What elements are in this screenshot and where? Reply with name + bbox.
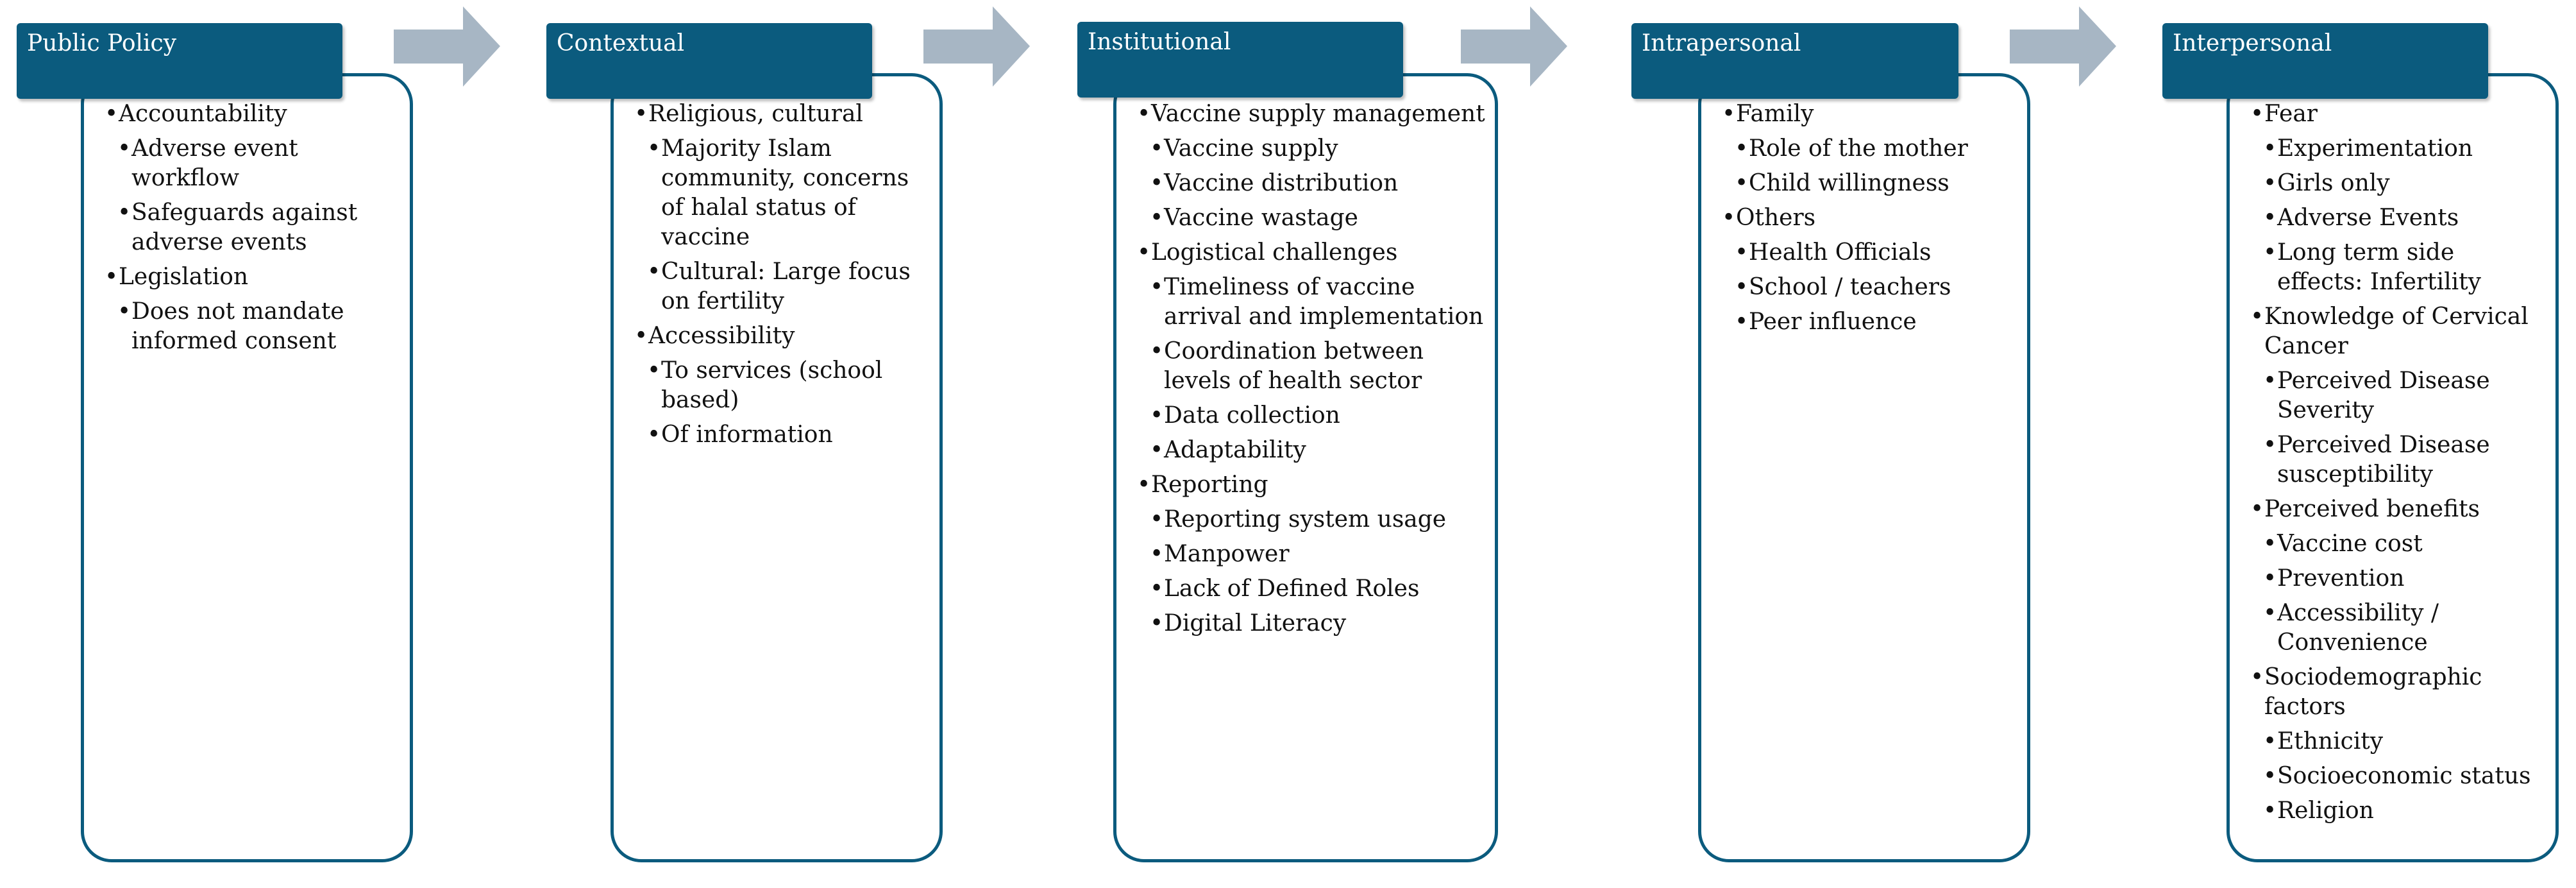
sub-item: Experimentation: [2250, 134, 2547, 164]
sub-item: Timeliness of vaccine arrival and implem…: [1137, 273, 1486, 332]
sub-item: Cultural: Large focus on fertility: [634, 257, 930, 316]
sub-item: Ethnicity: [2250, 727, 2547, 756]
stage-card-public-policy: AccountabilityAdverse event workflowSafe…: [81, 73, 413, 862]
category-item: Legislation: [105, 262, 401, 292]
arrow-right-icon: [1461, 6, 1567, 87]
sub-item: Socioeconomic status: [2250, 762, 2547, 791]
sub-item: Vaccine cost: [2250, 529, 2547, 559]
stage-item-list: FamilyRole of the motherChild willingnes…: [1722, 99, 2018, 337]
sub-item: Does not mandate informed consent: [105, 297, 401, 356]
sub-item: Religion: [2250, 796, 2547, 826]
arrow-shape: [1461, 6, 1567, 87]
stage-card-interpersonal: FearExperimentationGirls onlyAdverse Eve…: [2227, 73, 2559, 862]
sub-item: Child willingness: [1722, 169, 2018, 198]
arrow-right-icon: [394, 6, 500, 87]
stage-title: Interpersonal: [2173, 30, 2332, 56]
category-item: Fear: [2250, 99, 2547, 129]
stage-item-list: FearExperimentationGirls onlyAdverse Eve…: [2250, 99, 2547, 826]
category-item: Sociodemographic factors: [2250, 663, 2547, 722]
sub-item: Manpower: [1137, 540, 1486, 569]
stage-card-institutional: Vaccine supply managementVaccine supplyV…: [1113, 73, 1498, 862]
sub-item: Health Officials: [1722, 238, 2018, 268]
sub-item: Safeguards against adverse events: [105, 198, 401, 257]
sub-item: Adverse Events: [2250, 203, 2547, 233]
arrow-shape: [923, 6, 1030, 87]
arrow-shape: [394, 6, 500, 87]
stage-title: Institutional: [1088, 29, 1231, 55]
stage-card-intrapersonal: FamilyRole of the motherChild willingnes…: [1698, 73, 2030, 862]
arrow-right-icon: [2010, 6, 2116, 87]
stage-header-contextual: Contextual: [546, 23, 872, 99]
sub-item: Majority Islam community, concerns of ha…: [634, 134, 930, 252]
category-item: Perceived benefits: [2250, 495, 2547, 524]
category-item: Others: [1722, 203, 2018, 233]
category-item: Accessibility: [634, 321, 930, 351]
stage-item-list: Religious, culturalMajority Islam commun…: [634, 99, 930, 450]
arrow-right-icon: [923, 6, 1030, 87]
stage-header-public-policy: Public Policy: [17, 23, 342, 99]
sub-item: Vaccine supply: [1137, 134, 1486, 164]
sub-item: Perceived Disease Severity: [2250, 366, 2547, 425]
sub-item: Vaccine distribution: [1137, 169, 1486, 198]
sub-item: Perceived Disease susceptibility: [2250, 431, 2547, 490]
sub-item: Data collection: [1137, 401, 1486, 431]
arrow-shape: [2010, 6, 2116, 87]
sub-item: Reporting system usage: [1137, 505, 1486, 534]
stage-title: Intrapersonal: [1642, 30, 1801, 56]
sub-item: Prevention: [2250, 564, 2547, 593]
category-item: Family: [1722, 99, 2018, 129]
category-item: Accountability: [105, 99, 401, 129]
category-item: Logistical challenges: [1137, 238, 1486, 268]
sub-item: Coordination between levels of health se…: [1137, 337, 1486, 396]
sub-item: Accessibility / Convenience: [2250, 599, 2547, 658]
stage-title: Contextual: [557, 30, 685, 56]
sub-item: School / teachers: [1722, 273, 2018, 302]
sub-item: Digital Literacy: [1137, 609, 1486, 638]
stage-header-institutional: Institutional: [1077, 22, 1403, 98]
stage-header-intrapersonal: Intrapersonal: [1631, 23, 1958, 99]
sub-item: To services (school based): [634, 356, 930, 415]
sub-item: Role of the mother: [1722, 134, 2018, 164]
category-item: Vaccine supply management: [1137, 99, 1486, 129]
category-item: Reporting: [1137, 470, 1486, 500]
stage-item-list: Vaccine supply managementVaccine supplyV…: [1137, 99, 1486, 638]
category-item: Religious, cultural: [634, 99, 930, 129]
sub-item: Long term side effects: Infertility: [2250, 238, 2547, 297]
category-item: Knowledge of Cervical Cancer: [2250, 302, 2547, 361]
sub-item: Of information: [634, 420, 930, 450]
sub-item: Girls only: [2250, 169, 2547, 198]
sub-item: Adverse event workflow: [105, 134, 401, 193]
stage-item-list: AccountabilityAdverse event workflowSafe…: [105, 99, 401, 356]
sub-item: Vaccine wastage: [1137, 203, 1486, 233]
sub-item: Peer influence: [1722, 307, 2018, 337]
sub-item: Lack of Defined Roles: [1137, 574, 1486, 604]
stage-card-contextual: Religious, culturalMajority Islam commun…: [610, 73, 943, 862]
stage-title: Public Policy: [27, 30, 177, 56]
sub-item: Adaptability: [1137, 436, 1486, 465]
stage-header-interpersonal: Interpersonal: [2162, 23, 2488, 99]
